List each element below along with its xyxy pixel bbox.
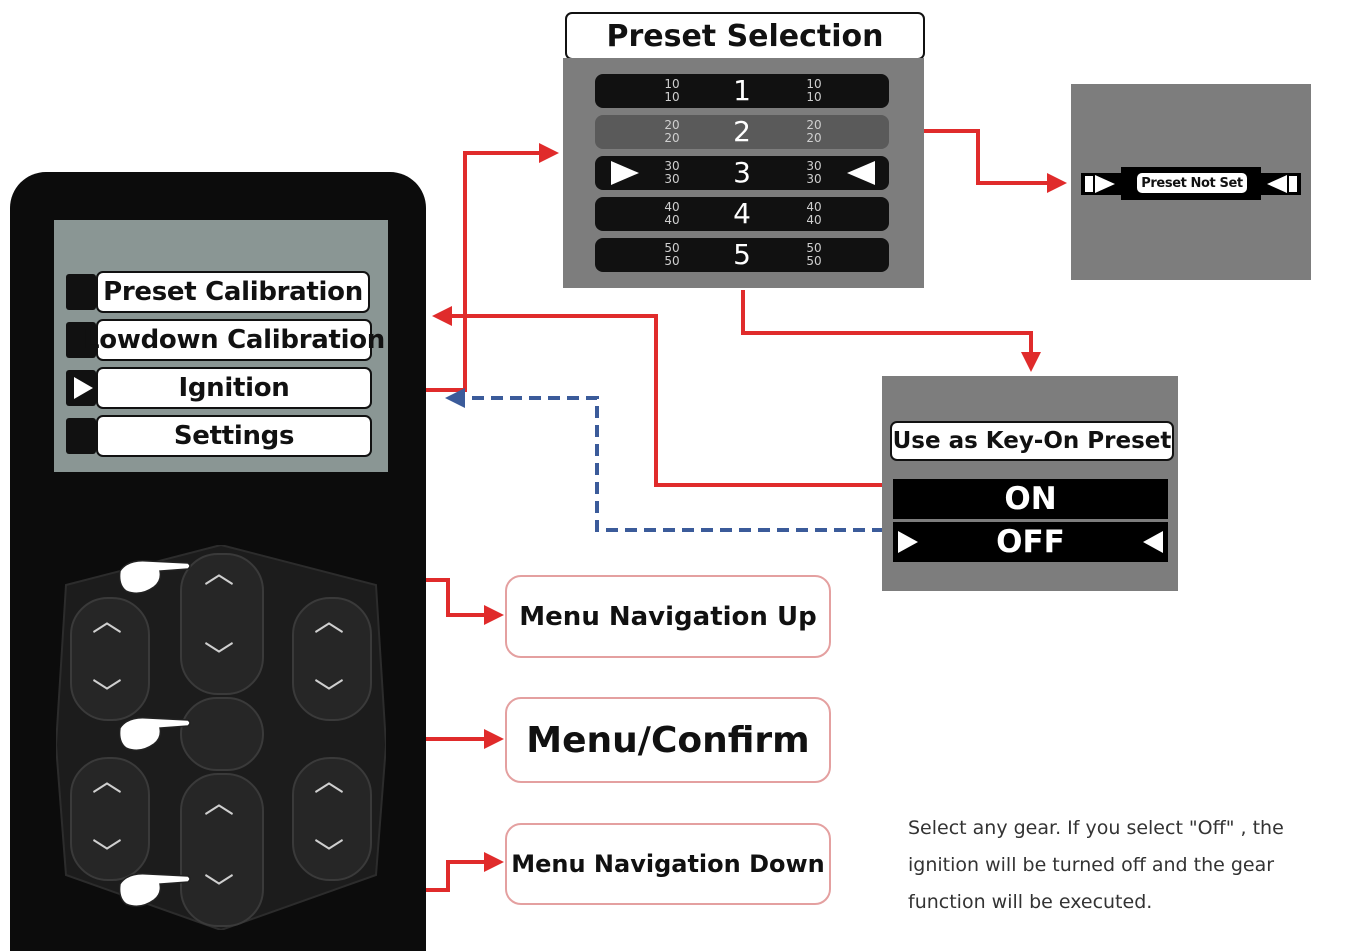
- preset-number: 3: [733, 156, 751, 189]
- preset-left-value: 10: [664, 90, 680, 104]
- double-chevron-up-icon: ︿: [204, 786, 234, 821]
- double-chevron-down-icon: ﹀: [204, 640, 234, 675]
- chevron-up-icon: ︿: [204, 556, 234, 591]
- chevron-down-icon: ﹀: [314, 677, 344, 712]
- preset-right-value: 40: [806, 200, 822, 214]
- option-off[interactable]: OFF: [893, 522, 1168, 562]
- menu-confirm-button[interactable]: [180, 697, 264, 771]
- pointing-hand-icon: [118, 872, 191, 907]
- preset-left-value: 50: [664, 241, 680, 255]
- chevron-up-icon: ︿: [314, 764, 344, 799]
- chevron-up-icon: ︿: [314, 604, 344, 639]
- preset-left-value: 20: [664, 118, 680, 132]
- preset-left-value: 20: [664, 131, 680, 145]
- pointing-hand-icon: [118, 559, 191, 594]
- chevron-down-icon: ﹀: [92, 837, 122, 872]
- preset-row-3[interactable]: 30 30 3 30 30: [595, 156, 889, 190]
- preset-not-set-bar: [1081, 167, 1301, 200]
- preset-row-5[interactable]: 50 50 5 50 50: [595, 238, 889, 272]
- preset-left-value: 40: [664, 213, 680, 227]
- arrow-on-to-menu: [432, 306, 884, 487]
- preset-right-value: 50: [806, 241, 822, 255]
- chevron-up-icon: ︿: [92, 764, 122, 799]
- keypad: ︿ ﹀ ︿ ﹀ ︿ ﹀ ︿ ﹀ ︿ ﹀ ︿ ﹀: [56, 545, 386, 930]
- preset-right-value: 20: [806, 131, 822, 145]
- callout-menu-navigation-down: Menu Navigation Down: [505, 823, 831, 905]
- preset-left-value: 50: [664, 254, 680, 268]
- menu-item-lowdown-calibration[interactable]: Lowdown Calibration: [83, 319, 385, 361]
- preset-right-value: 20: [806, 118, 822, 132]
- chevron-up-icon: ︿: [92, 604, 122, 639]
- preset-right-value: 10: [806, 90, 822, 104]
- preset-right-value: 30: [806, 159, 822, 173]
- left-lower-button[interactable]: [70, 757, 150, 881]
- preset-number: 2: [733, 115, 751, 148]
- preset-left-value: 30: [664, 159, 680, 173]
- selector-left-triangle-icon: [847, 161, 875, 185]
- selector-right-triangle-icon: [611, 161, 639, 185]
- pointing-hand-icon: [118, 716, 191, 751]
- preset-row-2[interactable]: 20 20 2 20 20: [595, 115, 889, 149]
- preset-row-4[interactable]: 40 40 4 40 40: [595, 197, 889, 231]
- selector-left-triangle-icon: [1143, 531, 1163, 553]
- preset-number: 5: [733, 238, 751, 271]
- preset-left-value: 30: [664, 172, 680, 186]
- menu-down-button[interactable]: [180, 773, 264, 927]
- preset-right-value: 30: [806, 172, 822, 186]
- chevron-down-icon: ﹀: [92, 677, 122, 712]
- preset-left-value: 10: [664, 77, 680, 91]
- key-on-preset-title: Use as Key-On Preset: [890, 421, 1174, 461]
- callout-menu-confirm: Menu/Confirm: [505, 697, 831, 783]
- menu-indicator-box: [66, 322, 96, 358]
- preset-not-set-label: Preset Not Set: [1141, 175, 1243, 191]
- callout-menu-navigation-up: Menu Navigation Up: [505, 575, 831, 658]
- menu-item-settings[interactable]: Settings: [96, 415, 372, 457]
- selector-right-triangle-icon: [898, 531, 918, 553]
- preset-row-1[interactable]: 10 10 1 10 10: [595, 74, 889, 108]
- preset-right-value: 40: [806, 213, 822, 227]
- option-on[interactable]: ON: [893, 479, 1168, 519]
- preset-number: 4: [733, 197, 751, 230]
- preset-left-value: 40: [664, 200, 680, 214]
- explanation-note: Select any gear. If you select "Off" , t…: [908, 817, 1284, 913]
- arrow-off-to-ignition: [445, 388, 884, 532]
- preset-number: 1: [733, 74, 751, 107]
- chevron-down-icon: ﹀: [204, 872, 234, 907]
- preset-right-value: 50: [806, 254, 822, 268]
- arrow-preset-to-not-set: [891, 121, 1067, 193]
- right-lower-button[interactable]: [292, 757, 372, 881]
- preset-selection-panel: 10 10 1 10 10 20 20 2 20 20 30 30 3 30 3…: [563, 58, 924, 288]
- right-upper-button[interactable]: [292, 597, 372, 721]
- menu-indicator-box: [66, 418, 96, 454]
- preset-right-value: 10: [806, 77, 822, 91]
- menu-item-ignition[interactable]: Ignition: [96, 367, 372, 409]
- left-upper-button[interactable]: [70, 597, 150, 721]
- selector-triangle-icon: [74, 377, 93, 399]
- arrow-preset-to-keyon: [741, 290, 1041, 372]
- menu-indicator-box: [66, 274, 96, 310]
- chevron-down-icon: ﹀: [314, 837, 344, 872]
- menu-up-button[interactable]: [180, 553, 264, 695]
- menu-item-preset-calibration[interactable]: Preset Calibration: [96, 271, 370, 313]
- preset-selection-title: Preset Selection: [565, 12, 925, 60]
- option-off-label: OFF: [996, 524, 1065, 560]
- remote-screen: Preset Calibration Lowdown Calibration I…: [54, 220, 388, 472]
